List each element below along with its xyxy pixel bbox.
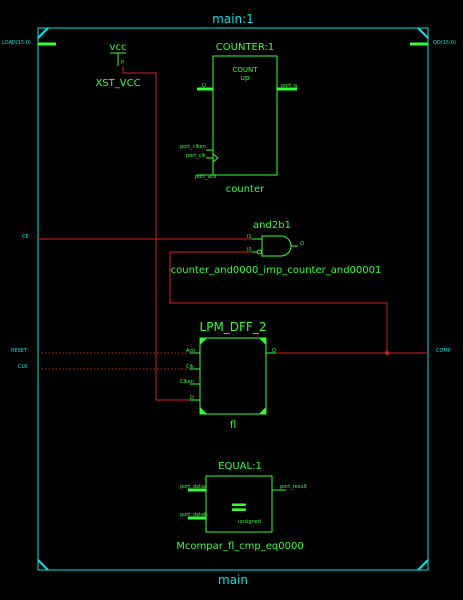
port-load[interactable]: LOAD(15:0) xyxy=(2,40,56,46)
counter-function: COUNT xyxy=(232,66,258,74)
port-reset-label: RESET xyxy=(11,348,28,354)
and-gate-type: and2b1 xyxy=(253,220,291,231)
sheet-title: main:1 xyxy=(212,12,254,26)
equal-pin-a-label: port_dataa xyxy=(180,484,207,490)
dff-corner-marks xyxy=(200,338,266,414)
counter-pin-clk-label: port_clk xyxy=(186,153,206,159)
port-comp-label: COMP xyxy=(436,348,451,354)
equal-mode: unsigned xyxy=(238,519,261,525)
vcc-label: vcc xyxy=(110,42,127,53)
dff-title: LPM_DFF_2 xyxy=(200,320,267,334)
and-gate[interactable]: and2b1 I1 I0 O counter_and0000_imp_count… xyxy=(171,220,382,276)
equal-block[interactable]: EQUAL:1 = unsigned port_dataa port_datab… xyxy=(176,461,307,552)
equal-symbol: = xyxy=(230,495,248,520)
counter-direction: up xyxy=(241,74,250,82)
corner-marks xyxy=(37,27,429,571)
equal-instance-name: Mcompar_fl_cmp_eq0000 xyxy=(176,541,303,552)
equal-pin-result-label: port_result xyxy=(280,484,307,490)
and-gate-body xyxy=(261,235,292,257)
sheet-footer: main xyxy=(218,573,248,587)
equal-title: EQUAL:1 xyxy=(218,461,262,472)
port-ce-label: CE xyxy=(22,234,29,240)
counter-title: COUNTER:1 xyxy=(216,42,274,53)
vcc-instance-name: XST_VCC xyxy=(95,78,140,89)
and-gate-pin-i0-label: I0 xyxy=(247,247,252,253)
net-vcc-to-dff-d[interactable] xyxy=(122,66,200,401)
and-gate-pin-i1-label: I1 xyxy=(247,234,252,240)
equal-pin-b-label: port_datab xyxy=(180,512,207,518)
and-gate-instance-name: counter_and0000_imp_counter_and00001 xyxy=(171,265,382,276)
port-qd-label: QD(15:0) xyxy=(433,40,456,46)
and-gate-pin-o-label: O xyxy=(300,241,304,247)
dff-pin-aclr-label: Aclr xyxy=(186,348,196,354)
and-gate-inversion-bubble xyxy=(257,249,262,255)
dff-pin-d-label: D xyxy=(190,395,194,401)
vcc-pin-label: P xyxy=(121,60,124,66)
net-junction xyxy=(385,351,389,355)
counter-pin-d-label: D xyxy=(202,83,206,89)
sheet-frame xyxy=(37,27,429,571)
port-reset[interactable]: RESET xyxy=(11,348,28,354)
port-clk[interactable]: CLK xyxy=(18,364,28,370)
port-qd[interactable]: QD(15:0) xyxy=(410,40,456,46)
nets xyxy=(38,66,428,401)
port-load-label: LOAD(15:0) xyxy=(2,40,31,46)
counter-pin-q-label: port_q xyxy=(281,83,297,89)
counter-instance-name: counter xyxy=(226,184,265,195)
counter-block[interactable]: COUNTER:1 COUNT up D port_q port_clken p… xyxy=(180,42,297,195)
net-feedback-to-and-i0[interactable] xyxy=(169,251,388,353)
dff-body xyxy=(199,337,267,415)
dff-instance-name: fl xyxy=(230,420,236,431)
port-clk-label: CLK xyxy=(18,364,28,370)
equal-body xyxy=(205,475,273,533)
counter-clock-marker xyxy=(212,153,219,163)
counter-pin-aclr-label: port_aclr xyxy=(195,174,218,180)
counter-body xyxy=(212,55,278,176)
dff-block[interactable]: LPM_DFF_2 Aclr Clk Clken D Q fl xyxy=(180,320,276,431)
port-comp[interactable]: COMP xyxy=(436,348,451,354)
dff-pin-clken-label: Clken xyxy=(180,379,194,385)
counter-pin-clken-label: port_clken xyxy=(180,144,206,150)
dff-pin-clk-label: Clk xyxy=(186,364,194,370)
dff-pin-q-label: Q xyxy=(272,348,276,354)
vcc-source[interactable]: vcc P XST_VCC xyxy=(95,42,140,89)
